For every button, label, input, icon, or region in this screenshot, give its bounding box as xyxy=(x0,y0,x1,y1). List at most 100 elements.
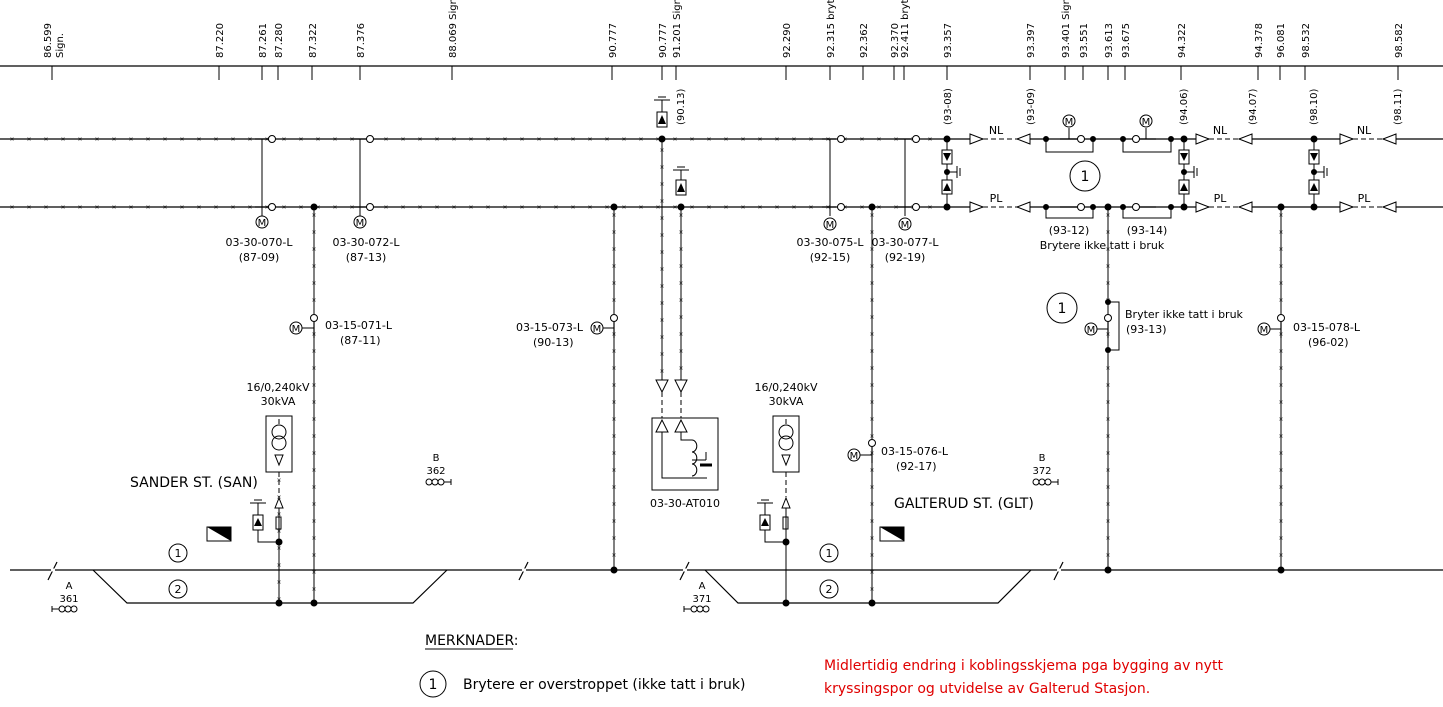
legend-title: MERKNADER: xyxy=(425,633,519,649)
section-insulator-icon xyxy=(1195,201,1211,213)
motor-icon xyxy=(289,321,303,335)
switch-ref: (96-02) xyxy=(1308,336,1349,349)
motor-icon xyxy=(1084,322,1098,336)
switch-ref: (92-15) xyxy=(810,251,851,264)
feeder-90-13[interactable]: M 03-15-073-L (90-13) xyxy=(516,203,618,574)
ruler-tick-label: 91.201 Sign. xyxy=(672,0,683,58)
section-insulator-icon xyxy=(1237,133,1253,145)
motor-icon xyxy=(847,448,861,462)
revision-note: Midlertidig endring i koblingsskjema pga… xyxy=(824,658,1223,697)
line-label: NL xyxy=(989,124,1004,137)
motor-label: M xyxy=(292,324,301,335)
cross-switch-92-15[interactable]: M 03-30-075-L (92-15) xyxy=(796,135,864,265)
ruler-tick-label: 92.315 bryte xyxy=(826,0,837,58)
section-sign-icon xyxy=(206,526,232,542)
cross-switch-87-13[interactable]: M 03-30-072-L (87-13) xyxy=(332,135,400,265)
note-marker-icon xyxy=(1069,160,1101,192)
switch-id: 03-30-077-L xyxy=(871,236,939,249)
signal-number: 371 xyxy=(692,594,711,605)
motor-icon xyxy=(1139,114,1153,128)
signal-letter: B xyxy=(1039,453,1046,464)
ruler-tick-label: 87.280 xyxy=(274,23,285,58)
note-marker-icon xyxy=(419,670,447,698)
ruler-tick-label: 93.401 Sign. xyxy=(1061,0,1072,58)
switch-ref: (93-08) xyxy=(943,88,954,125)
motor-icon xyxy=(1257,322,1271,336)
ruler-tick-label: 92.370 xyxy=(890,23,901,58)
note-marker-icon xyxy=(1046,292,1078,324)
revision-note-line2: kryssingspor og utvidelse av Galterud St… xyxy=(824,681,1150,697)
ruler-tick-label: 87.220 xyxy=(215,23,226,58)
transformer-power: 30kVA xyxy=(261,395,296,408)
track-number: 1 xyxy=(826,547,833,560)
transformer-sander[interactable]: 16/0,240kV 30kVA xyxy=(246,381,310,607)
cross-switch-87-09[interactable]: M 03-30-070-L (87-09) xyxy=(225,135,293,265)
switch-id: 03-15-076-L xyxy=(881,445,949,458)
legend-text: Brytere er overstroppet (ikke tatt i bru… xyxy=(463,677,745,693)
switch-ref: (90-13) xyxy=(533,336,574,349)
track-layout: 1 2 1 2 xyxy=(10,543,1443,604)
not-in-use-label: Brytere ikke tatt i bruk xyxy=(1040,239,1165,252)
ruler-tick-label: 96.081 xyxy=(1276,23,1287,58)
signal-icon xyxy=(1032,478,1059,486)
ruler-tick-label: 86.599 xyxy=(43,23,54,58)
ruler-tick-label: 90.777 xyxy=(608,23,619,58)
motor-label: M xyxy=(850,451,859,462)
galterud-section: (93-08) (93-09) (94.06) (94.07) (98.10) … xyxy=(941,88,1404,252)
feeder-92-17[interactable]: M 03-15-076-L (92-17) xyxy=(847,203,949,607)
transformer-galterud[interactable]: 16/0,240kV 30kVA xyxy=(754,381,818,607)
switch-ref: (92-17) xyxy=(896,460,937,473)
section-insulator-icon xyxy=(1195,133,1211,145)
motor-label: M xyxy=(593,324,602,335)
line-label: PL xyxy=(1358,192,1372,205)
switch-id: 03-15-073-L xyxy=(516,321,584,334)
ruler-tick-label: 87.376 xyxy=(356,23,367,58)
track-marker-icon xyxy=(168,543,188,563)
ruler-tick-label: 92.362 xyxy=(859,23,870,58)
switch-id: 03-15-071-L xyxy=(325,319,393,332)
motor-label: M xyxy=(1065,117,1074,128)
motor-label: M xyxy=(258,218,267,229)
feeder-87-11[interactable]: M 03-15-071-L (87-11) xyxy=(289,203,393,607)
section-insulator-icon xyxy=(969,133,985,145)
section-insulator-icon xyxy=(1015,201,1031,213)
signal-b-372[interactable]: B 372 xyxy=(1032,453,1059,486)
motor-icon xyxy=(1062,114,1076,128)
station-name-sander: SANDER ST. (SAN) xyxy=(130,475,258,491)
switch-ref: (93-12) xyxy=(1049,224,1090,237)
motor-icon xyxy=(590,321,604,335)
signal-b-362[interactable]: B 362 xyxy=(425,453,452,486)
transformer-rating: 16/0,240kV xyxy=(246,381,310,394)
switch-ref: (93-13) xyxy=(1126,323,1167,336)
autotransformer[interactable]: 03-30-AT010 xyxy=(650,417,720,510)
feeder-96-02[interactable]: M 03-15-078-L (96-02) xyxy=(1257,203,1361,574)
signal-letter: A xyxy=(699,581,706,592)
not-in-use-label: Bryter ikke tatt i bruk xyxy=(1125,308,1244,321)
transformer-rating: 16/0,240kV xyxy=(754,381,818,394)
track-marker-icon xyxy=(819,543,839,563)
ruler-tick-label: 98.582 xyxy=(1394,23,1405,58)
section-insulator-icon xyxy=(1339,201,1355,213)
switch-ref: (93-09) xyxy=(1026,88,1037,125)
signal-number: 372 xyxy=(1032,466,1051,477)
cross-switch-92-19[interactable]: M 03-30-077-L (92-19) xyxy=(871,135,939,265)
ruler-tick-label: 90.777 xyxy=(658,23,669,58)
feeder-93-13[interactable]: M 1 Bryter ikke tatt i bruk (93-13) xyxy=(1046,203,1244,574)
signal-icon xyxy=(425,478,452,486)
line-label: PL xyxy=(990,192,1004,205)
switch-ref: (94.06) xyxy=(1179,88,1190,125)
signal-a-361[interactable]: A 361 xyxy=(51,581,79,613)
ruler-tick-label: 93.397 xyxy=(1026,23,1037,58)
section-insulator-icon xyxy=(1015,133,1031,145)
motor-label: M xyxy=(826,220,835,231)
section-insulator-icon xyxy=(1381,133,1397,145)
switch-ref: (98.11) xyxy=(1393,88,1404,125)
line-label: NL xyxy=(1357,124,1372,137)
station-name-galterud: GALTERUD ST. (GLT) xyxy=(894,496,1034,512)
switch-id: 03-15-078-L xyxy=(1293,321,1361,334)
section-insulator-icon xyxy=(1381,201,1397,213)
signal-a-371[interactable]: A 371 xyxy=(683,581,712,613)
section-insulator-icon xyxy=(1339,133,1355,145)
switch-ref: (93-14) xyxy=(1127,224,1168,237)
